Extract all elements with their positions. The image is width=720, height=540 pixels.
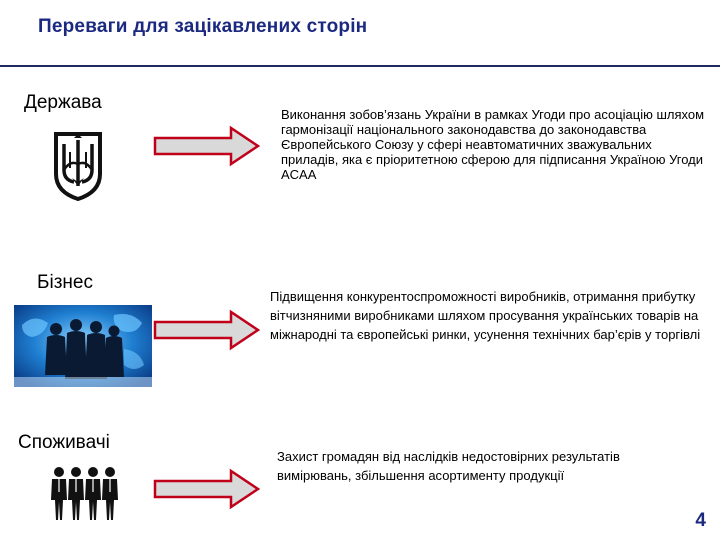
stakeholder-benefit-state: Виконання зобов’язань України в рамках У… <box>281 107 711 182</box>
stakeholder-label-consumers: Споживачі <box>18 432 110 454</box>
stakeholder-benefit-business: Підвищення конкурентоспроможності виробн… <box>270 287 706 344</box>
arrow-right-icon <box>153 309 261 351</box>
people-group-icon <box>50 466 118 522</box>
arrow-right-icon <box>153 125 261 167</box>
trident-coat-of-arms-icon <box>50 130 106 202</box>
title-divider <box>0 65 720 67</box>
arrow-right-icon <box>153 468 261 510</box>
stakeholder-label-state: Держава <box>24 92 102 114</box>
stakeholder-label-business: Бізнес <box>37 272 93 294</box>
page-number: 4 <box>695 510 706 532</box>
page-title: Переваги для зацікавлених сторін <box>38 16 367 38</box>
stakeholder-benefit-consumers: Захист громадян від наслідків недостовір… <box>277 447 682 485</box>
business-people-globe-icon <box>14 305 152 387</box>
